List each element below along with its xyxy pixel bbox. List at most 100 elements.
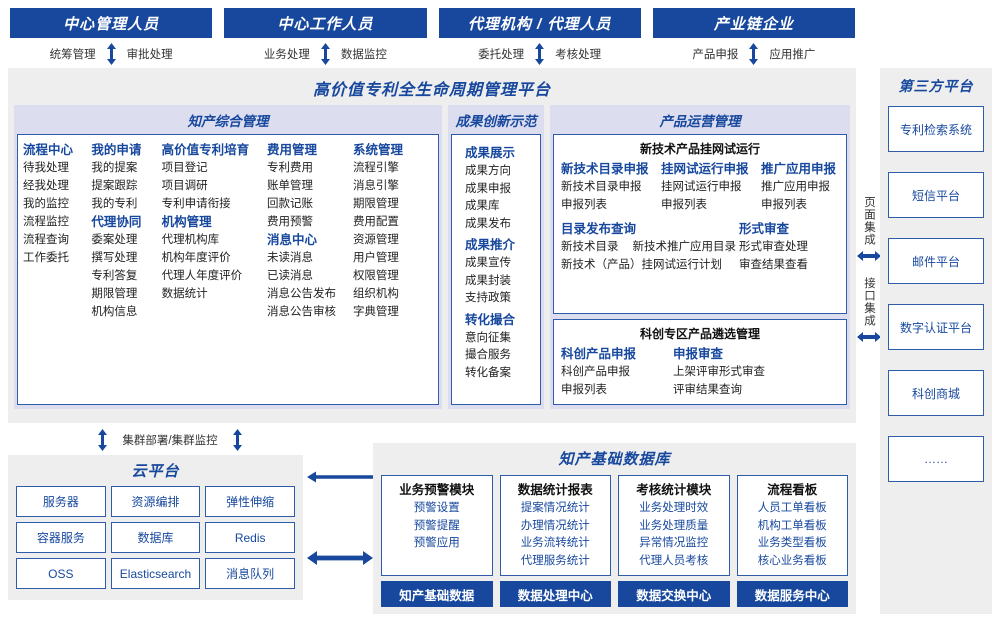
group-item[interactable]: 期限管理 [352,198,399,210]
group-item[interactable]: 申报列表 [561,199,607,211]
database-card-item[interactable]: 机构工单看板 [757,519,827,532]
group-item[interactable]: 回款记账 [267,198,314,210]
group-item[interactable]: 成果方向 [465,165,511,177]
group-item[interactable]: 流程查询 [23,234,69,246]
group-item[interactable]: 专利申请衔接 [161,198,231,210]
group-item[interactable]: 权限管理 [352,270,399,282]
database-card-item[interactable]: 业务处理质量 [639,519,709,532]
group-item[interactable]: 科创产品申报 [561,366,630,378]
group-item[interactable]: 流程监控 [23,216,69,228]
group-item[interactable]: 挂网试运行申报 [661,181,742,193]
group-item[interactable]: 我的提案 [91,162,138,174]
group-item[interactable]: 审查结果查看 [739,259,808,271]
database-card-item[interactable]: 异常情况监控 [639,537,709,549]
cloud-cell-orchestration[interactable]: 资源编排 [110,486,201,517]
group-item[interactable]: 期限管理 [91,288,138,300]
database-footer-processing-center[interactable]: 数据处理中心 [499,581,611,607]
database-card-item[interactable]: 办理情况统计 [520,519,590,532]
group-item[interactable]: 用户管理 [352,252,399,264]
third-party-item-kechuang-mall[interactable]: 科创商城 [888,370,984,416]
database-card-item[interactable]: 代理人员考核 [639,554,709,567]
group-item[interactable]: 组织机构 [352,288,399,300]
group-item[interactable]: 新技术（产品）挂网试运行计划 [561,259,722,271]
cloud-cell-container[interactable]: 容器服务 [16,522,106,553]
third-party-item-more[interactable]: …… [888,436,984,482]
group-item[interactable]: 成果申报 [465,182,511,195]
group-item[interactable]: 流程引擎 [352,162,399,174]
database-card-item[interactable]: 预警提醒 [413,519,460,532]
group-item[interactable]: 推广应用申报 [761,181,830,193]
database-card-item[interactable]: 预警应用 [413,537,460,549]
group-item[interactable]: 项目调研 [161,180,208,192]
role-bar-agency[interactable]: 代理机构 / 代理人员 [438,8,641,38]
group-item[interactable]: 新技术推广应用目录 [632,241,737,253]
database-card-item[interactable]: 人员工单看板 [757,502,827,514]
group-item[interactable]: 新技术目录 [561,241,619,253]
database-card-item[interactable]: 预警设置 [413,502,460,514]
group-item[interactable]: 机构信息 [91,306,138,318]
database-footer-service-center[interactable]: 数据服务中心 [736,581,848,607]
database-card-item[interactable]: 核心业务看板 [757,554,827,567]
cloud-cell-server[interactable]: 服务器 [16,486,106,517]
group-item[interactable]: 意向征集 [465,331,511,344]
group-item[interactable]: 形式审查处理 [739,241,808,253]
group-item[interactable]: 我的监控 [23,198,69,210]
group-item[interactable]: 成果封装 [465,274,511,287]
group-item[interactable]: 委案处理 [91,234,138,246]
group-item[interactable]: 消息公告发布 [267,288,337,300]
role-bar-center-staff[interactable]: 中心工作人员 [224,8,427,38]
group-item[interactable]: 未读消息 [267,252,314,264]
cloud-cell-database[interactable]: 数据库 [110,522,201,553]
group-item[interactable]: 申报列表 [661,199,707,211]
third-party-item-digital-cert[interactable]: 数字认证平台 [888,304,984,350]
database-card-item[interactable]: 业务类型看板 [757,537,827,549]
group-item[interactable]: 经我处理 [23,180,69,192]
third-party-item-sms[interactable]: 短信平台 [888,172,984,218]
group-item[interactable]: 转化备案 [465,366,511,379]
database-card-item[interactable]: 业务流转统计 [520,537,590,549]
group-item[interactable]: 上架评审形式审查 [673,366,765,378]
group-item[interactable]: 已读消息 [267,270,314,282]
group-item[interactable]: 项目登记 [161,162,208,174]
group-item[interactable]: 提案跟踪 [91,180,138,192]
group-item[interactable]: 消息引擎 [352,180,399,192]
group-item[interactable]: 待我处理 [23,162,69,174]
group-item[interactable]: 成果发布 [465,217,511,230]
database-card-item[interactable]: 业务处理时效 [639,502,709,514]
group-item[interactable]: 撰写处理 [91,252,138,264]
group-item[interactable]: 成果宣传 [465,257,511,269]
cloud-cell-oss[interactable]: OSS [16,558,106,589]
cloud-cell-elasticsearch[interactable]: Elasticsearch [110,558,201,589]
group-item[interactable]: 申报列表 [761,199,807,211]
group-item[interactable]: 申报列表 [561,384,607,396]
group-item[interactable]: 消息公告审核 [267,306,337,318]
cloud-cell-redis[interactable]: Redis [205,522,295,553]
database-card-item[interactable]: 提案情况统计 [520,502,590,514]
database-footer-exchange-center[interactable]: 数据交换中心 [618,581,730,607]
group-item[interactable]: 评审结果查询 [673,384,742,396]
cloud-cell-autoscaling[interactable]: 弹性伸缩 [205,486,295,517]
third-party-item-patent-search[interactable]: 专利检索系统 [888,106,984,152]
group-item[interactable]: 机构年度评价 [161,252,231,264]
group-item[interactable]: 费用预警 [267,216,314,228]
group-item[interactable]: 新技术目录申报 [561,181,642,193]
group-item[interactable]: 资源管理 [352,234,399,246]
group-item[interactable]: 代理机构库 [161,234,220,246]
role-bar-center-admin[interactable]: 中心管理人员 [10,8,213,38]
group-item[interactable]: 支持政策 [465,292,511,304]
group-item[interactable]: 字典管理 [352,306,399,318]
group-item[interactable]: 专利费用 [267,162,314,174]
cloud-cell-message-queue[interactable]: 消息队列 [205,558,295,589]
group-item[interactable]: 账单管理 [267,180,314,192]
role-bar-enterprise[interactable]: 产业链企业 [652,8,855,38]
group-item[interactable]: 工作委托 [23,252,69,264]
database-card-item[interactable]: 代理服务统计 [520,554,590,567]
group-item[interactable]: 成果库 [465,200,500,212]
group-item[interactable]: 数据统计 [161,288,208,300]
group-item[interactable]: 费用配置 [352,216,399,228]
database-footer-base-data[interactable]: 知产基础数据 [381,581,493,607]
third-party-item-email[interactable]: 邮件平台 [888,238,984,284]
group-item[interactable]: 我的专利 [91,198,138,210]
group-item[interactable]: 撮合服务 [465,349,511,361]
group-item[interactable]: 专利答复 [91,270,138,282]
